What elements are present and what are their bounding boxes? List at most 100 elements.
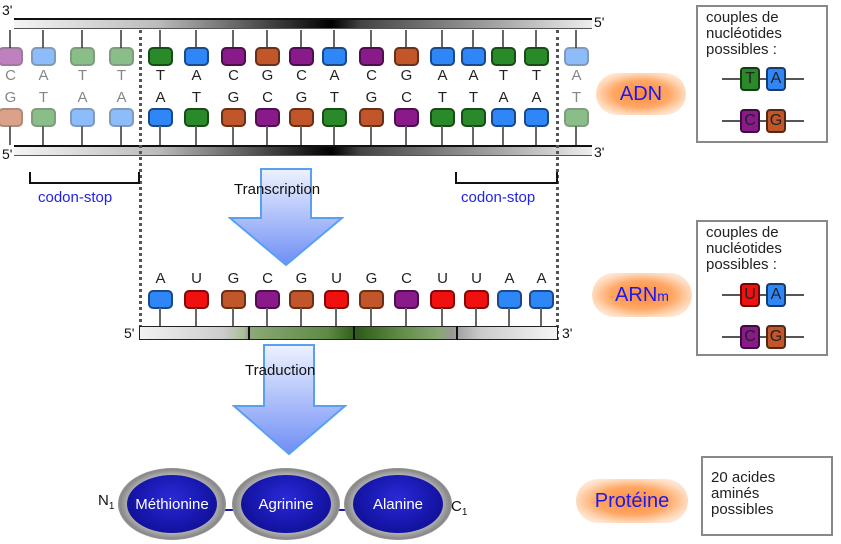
stem xyxy=(159,30,161,48)
nucleotide-A xyxy=(430,47,455,66)
base-letter: A xyxy=(155,270,166,287)
base-letter: A xyxy=(531,89,542,106)
base-letter: U xyxy=(437,270,448,287)
rna-right-end: 3' xyxy=(562,325,573,341)
stem xyxy=(370,30,372,48)
stem xyxy=(159,308,161,326)
right-frame-dotted-line xyxy=(556,30,559,340)
base-letter: A xyxy=(191,67,202,84)
base-letter: A xyxy=(38,67,49,84)
base-letter: A xyxy=(536,270,547,287)
rna-left-end: 5' xyxy=(124,325,135,341)
nucleotide-G xyxy=(394,47,419,66)
nucleotide-U xyxy=(184,290,209,309)
base-letter: A xyxy=(468,67,479,84)
nucleotide-G xyxy=(359,290,384,309)
nucleotide-A xyxy=(148,108,173,127)
legend-line: aminés xyxy=(711,485,760,502)
codon-stop-bracket-right xyxy=(455,172,558,184)
nucleotide-A xyxy=(184,47,209,66)
base-letter: T xyxy=(498,67,509,84)
nucleotide-A xyxy=(109,108,134,127)
base-letter: U xyxy=(471,270,482,287)
nucleotide-T xyxy=(184,108,209,127)
legend-line: nucléotides xyxy=(706,240,782,257)
nucleotide-G xyxy=(0,108,23,127)
nucleotide-C xyxy=(255,290,280,309)
nucleotide-A xyxy=(564,47,589,66)
nucleotide-T xyxy=(109,47,134,66)
legend-nucleotide-A: A xyxy=(766,67,786,91)
nucleotide-C xyxy=(394,290,419,309)
n-terminal-label: N1 xyxy=(98,492,115,512)
stem xyxy=(195,308,197,326)
base-letter: C xyxy=(366,67,377,84)
bond-line xyxy=(722,78,804,80)
nucleotide-A xyxy=(461,47,486,66)
nucleotide-U xyxy=(430,290,455,309)
stem xyxy=(195,126,197,145)
nucleotide-C xyxy=(0,47,23,66)
base-letter: C xyxy=(5,67,16,84)
base-letter: G xyxy=(365,270,378,287)
rna-label-badge: ARNm xyxy=(592,273,692,317)
legend-line: 20 acides xyxy=(711,469,776,486)
stem xyxy=(335,308,337,326)
dna-bottom-backbone xyxy=(14,145,592,156)
base-letter: G xyxy=(261,67,274,84)
nucleotide-T xyxy=(70,47,95,66)
stem xyxy=(441,308,443,326)
stem xyxy=(266,126,268,145)
stem xyxy=(405,126,407,145)
stem xyxy=(502,126,504,145)
stem xyxy=(120,30,122,48)
bond-line xyxy=(722,336,804,338)
base-letter: C xyxy=(401,270,412,287)
stem xyxy=(300,126,302,145)
legend-line: nucléotides xyxy=(706,25,782,42)
stem xyxy=(333,126,335,145)
base-letter: T xyxy=(437,89,448,106)
legend-line: possibles : xyxy=(706,41,777,58)
base-letter: A xyxy=(571,67,582,84)
stem xyxy=(405,308,407,326)
stem xyxy=(502,30,504,48)
nucleotide-A xyxy=(529,290,554,309)
nucleotide-T xyxy=(564,108,589,127)
base-letter: A xyxy=(504,270,515,287)
stem xyxy=(159,126,161,145)
legend-nucleotide-G: G xyxy=(766,325,786,349)
nucleotide-G xyxy=(359,108,384,127)
stem xyxy=(232,30,234,48)
codon-stop-label-left: codon-stop xyxy=(38,189,113,206)
amino-acid: Alanine xyxy=(344,468,452,540)
base-letter: C xyxy=(262,89,273,106)
legend-line: possibles : xyxy=(706,256,777,273)
amino-acid-label: Méthionine xyxy=(127,475,217,533)
dna-top-left-end: 3' xyxy=(2,2,13,18)
stem xyxy=(120,126,122,145)
stem xyxy=(195,30,197,48)
codon-stop-label-right: codon-stop xyxy=(461,189,536,206)
legend-nucleotide-T: T xyxy=(740,67,760,91)
stem xyxy=(266,308,268,326)
nucleotide-C xyxy=(289,47,314,66)
stem xyxy=(9,126,11,145)
stem xyxy=(42,126,44,145)
nucleotide-U xyxy=(464,290,489,309)
base-letter: U xyxy=(331,270,342,287)
stem xyxy=(42,30,44,48)
base-letter: T xyxy=(571,89,582,106)
rna-backbone xyxy=(139,326,558,340)
base-letter: A xyxy=(498,89,509,106)
dna-top-right-end: 5' xyxy=(594,14,605,30)
stem xyxy=(232,126,234,145)
nucleotide-G xyxy=(221,290,246,309)
stem xyxy=(300,308,302,326)
nucleotide-C xyxy=(255,108,280,127)
base-letter: U xyxy=(191,270,202,287)
nucleotide-G xyxy=(289,108,314,127)
stem xyxy=(472,126,474,145)
legend-nucleotide-A: A xyxy=(766,283,786,307)
rna-label: ARNm xyxy=(615,283,669,306)
